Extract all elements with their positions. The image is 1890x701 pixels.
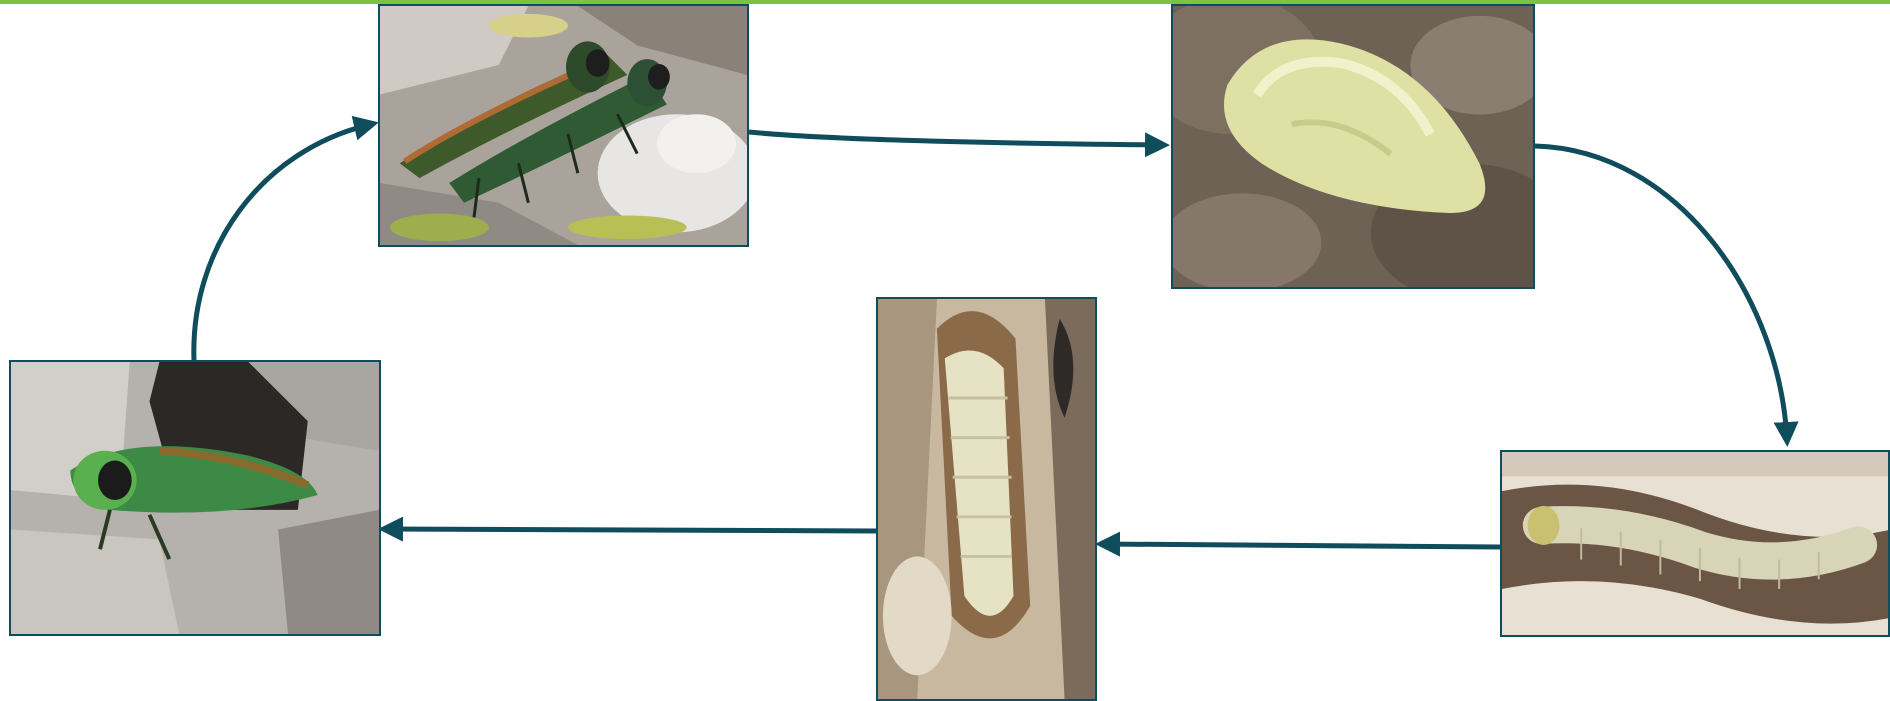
adult-emerging-photo <box>9 360 381 636</box>
arrow-adult-to-mating <box>194 124 372 360</box>
arrow-egg-to-larva <box>1535 146 1787 440</box>
egg-photo <box>1171 4 1535 289</box>
adults-mating-photo <box>378 4 749 247</box>
pupa-photo <box>876 297 1097 701</box>
arrow-pupa-to-adult <box>385 529 877 531</box>
arrow-mating-to-egg <box>749 132 1163 145</box>
larva-photo <box>1500 450 1890 637</box>
arrow-larva-to-pupa <box>1102 544 1500 547</box>
